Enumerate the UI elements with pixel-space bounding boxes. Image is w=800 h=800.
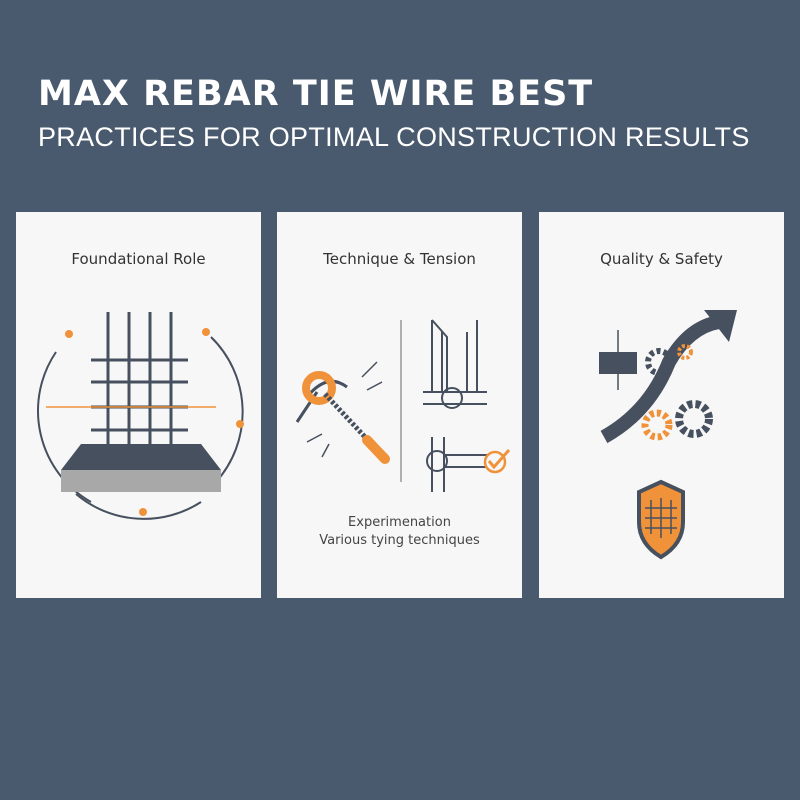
caption-experimentation: Experimenation — [348, 515, 451, 530]
title-line-1: MAX REBAR TIE WIRE BEST — [38, 74, 594, 114]
card-heading: Quality & Safety — [600, 250, 723, 268]
title-line-2: PRACTICES FOR OPTIMAL CONSTRUCTION RESUL… — [38, 122, 750, 152]
rebar-cage-on-slab-icon — [37, 312, 244, 520]
tie-tool-and-knots-icon — [295, 319, 511, 492]
card-heading: Foundational Role — [71, 250, 206, 268]
caption-tying-techniques: Various tying techniques — [319, 533, 480, 548]
card-quality-safety: Quality & Safety — [539, 212, 784, 598]
gears-arrow-shield-icon — [599, 310, 737, 560]
card-heading: Technique & Tension — [323, 250, 476, 268]
card-technique-tension: Technique & Tension Experimenation Vario… — [277, 212, 522, 598]
card-foundational-role: Foundational Role — [16, 212, 261, 598]
